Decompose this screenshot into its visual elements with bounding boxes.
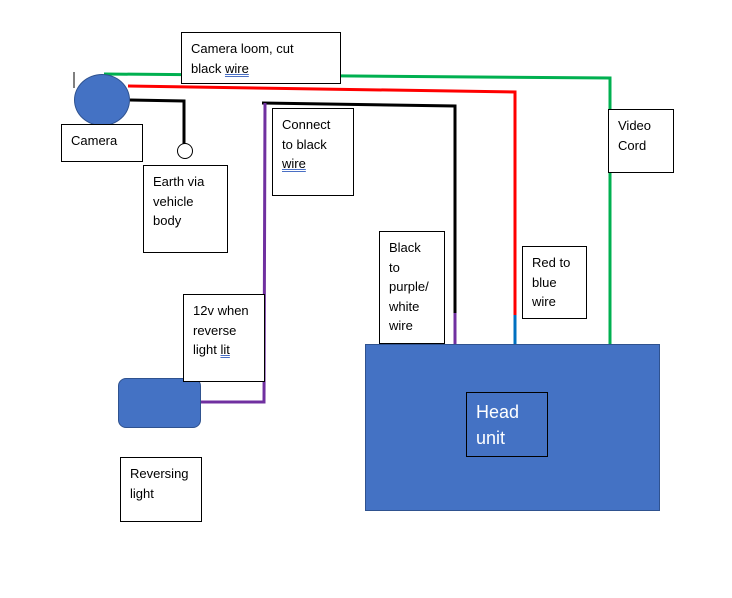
reversing-light-label: Reversing light (120, 457, 202, 522)
twelve-v-callout: 12v when reverse light lit (183, 294, 265, 382)
callout-line: white (389, 298, 420, 314)
reversing-light-shape (118, 378, 201, 428)
callout-line: blue (532, 274, 557, 290)
callout-line: to black (282, 136, 327, 152)
callout-line: Camera loom, cut (191, 41, 294, 56)
red-blue-callout: Red to blue wire (522, 246, 587, 319)
callout-line: vehicle (153, 193, 194, 209)
callout-line: Camera (71, 133, 118, 148)
black-signal-wire (261, 101, 457, 314)
callout-line: wire (532, 294, 556, 309)
callout-line: body (153, 213, 182, 228)
video-cord-callout: Video Cord (608, 109, 674, 173)
callout-line: Cord (618, 137, 647, 153)
head-unit-label-line: Head (476, 402, 520, 422)
black-earth-wire (129, 98, 186, 145)
camera-loom-callout: Camera loom, cut black wire (181, 32, 341, 84)
head-unit-label: Head unit (466, 392, 548, 457)
callout-line: light lit (193, 342, 230, 357)
callout-line: purple/ (389, 279, 429, 294)
earth-callout: Earth via vehicle body (143, 165, 228, 253)
callout-line: Connect (282, 117, 331, 132)
camera-shape (74, 74, 130, 126)
callout-line: wire (282, 156, 306, 171)
connect-black-callout: Connect to black wire (272, 108, 354, 196)
red-power-wire (127, 84, 517, 316)
camera-label: Camera (61, 124, 143, 162)
head-unit-label-line: unit (476, 428, 506, 448)
callout-line: to (389, 259, 400, 275)
callout-line: Red to (532, 255, 571, 270)
callout-line: Black (389, 240, 421, 255)
callout-line: Earth via (153, 174, 205, 189)
callout-line: reverse (193, 322, 237, 338)
callout-line: light (130, 485, 154, 501)
callout-line: Reversing (130, 466, 189, 481)
purple-reverse-wire (201, 102, 267, 404)
callout-line: 12v when (193, 303, 249, 318)
callout-line: Video (618, 118, 652, 133)
black-purple-callout: Black to purple/ white wire (379, 231, 445, 344)
callout-line: black wire (191, 60, 249, 76)
callout-line: wire (389, 318, 413, 333)
earth-terminal (177, 143, 193, 159)
